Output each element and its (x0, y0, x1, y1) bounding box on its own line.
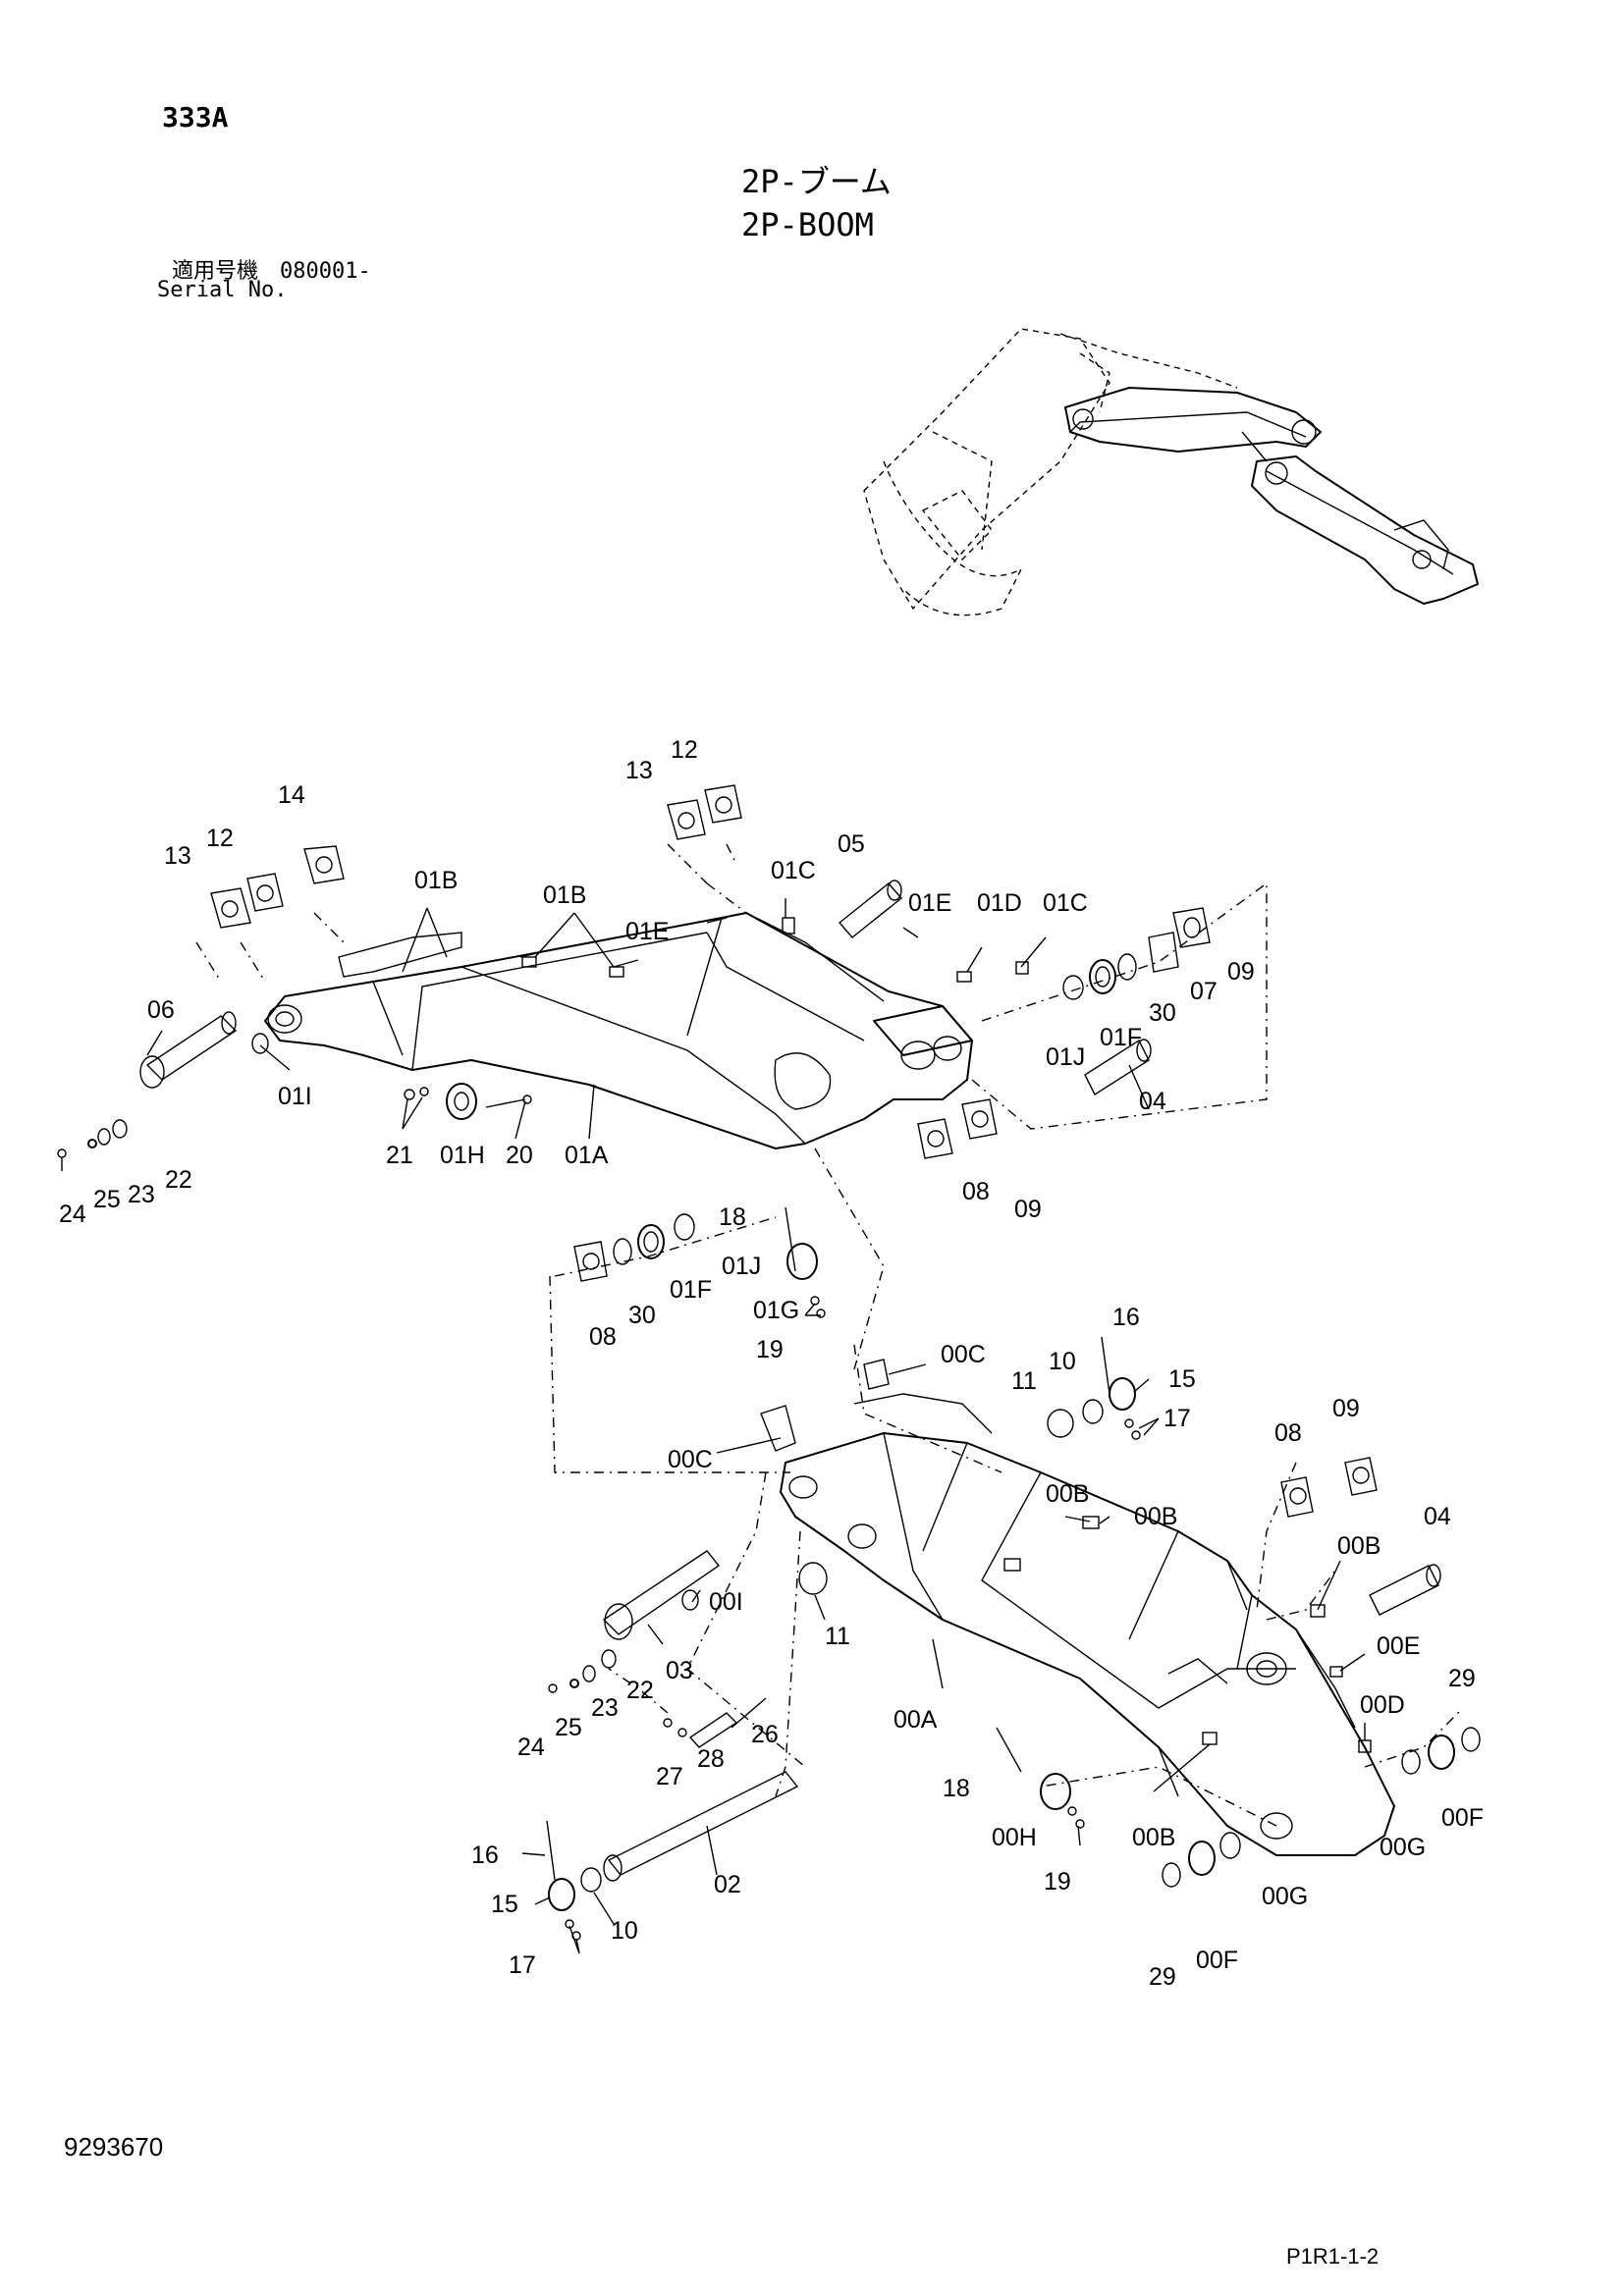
callout-01B: 01B (414, 867, 458, 894)
lower-boom-00A (780, 1393, 1395, 1856)
callout-08: 08 (589, 1323, 617, 1351)
callout-10: 10 (611, 1917, 638, 1945)
callout-29: 29 (1448, 1665, 1476, 1692)
callout-00B: 00B (1134, 1503, 1177, 1530)
callout-17: 17 (509, 1951, 536, 1979)
callout-30: 30 (1149, 999, 1176, 1027)
title-japanese: 2P-ブーム (741, 163, 892, 200)
callout-10: 10 (1049, 1348, 1076, 1375)
callout-labels: 14 13 12 01B 01B 13 12 05 01C 01E 01E 01… (59, 736, 1484, 1991)
callout-00D: 00D (1360, 1691, 1405, 1719)
serial-label-japanese: 適用号機 080001- (172, 259, 371, 284)
callout-01I: 01I (278, 1083, 312, 1110)
upper-boom-01A (264, 912, 973, 1149)
callout-24: 24 (517, 1734, 545, 1761)
callout-15: 15 (491, 1891, 518, 1918)
title-english: 2P-BOOM (741, 206, 874, 243)
serial-label-english: Serial No. (157, 278, 288, 302)
callout-00B: 00B (1337, 1532, 1380, 1560)
callout-04: 04 (1139, 1088, 1166, 1115)
callout-01J: 01J (722, 1253, 761, 1280)
callout-24: 24 (59, 1201, 86, 1228)
callout-04: 04 (1424, 1503, 1451, 1530)
callout-30: 30 (628, 1302, 656, 1329)
callout-13: 13 (164, 842, 191, 870)
callout-01B: 01B (543, 881, 586, 909)
callout-17: 17 (1164, 1405, 1191, 1432)
callout-01D: 01D (977, 889, 1022, 917)
callout-01C: 01C (1043, 889, 1088, 917)
callout-14: 14 (278, 781, 305, 809)
callout-12: 12 (671, 736, 698, 764)
callout-25: 25 (555, 1714, 582, 1741)
callout-29: 29 (1149, 1963, 1176, 1991)
callout-18: 18 (943, 1775, 970, 1802)
callout-21: 21 (386, 1142, 413, 1169)
callout-01G: 01G (753, 1297, 799, 1324)
callout-19: 19 (756, 1336, 784, 1363)
callout-15: 15 (1168, 1365, 1196, 1393)
assembly-lines (195, 843, 1464, 1827)
callout-01J: 01J (1046, 1043, 1085, 1071)
leader-lines (146, 898, 1366, 1954)
callout-22: 22 (165, 1166, 192, 1194)
upper-small-parts (57, 784, 1211, 1318)
callout-00I: 00I (709, 1588, 743, 1616)
page-code: 333A (162, 101, 229, 133)
callout-00F: 00F (1196, 1947, 1238, 1974)
callout-08: 08 (1274, 1419, 1302, 1447)
callout-00C: 00C (941, 1341, 986, 1368)
callout-12: 12 (206, 825, 234, 852)
callout-11: 11 (825, 1623, 850, 1650)
lower-small-parts (546, 1336, 1481, 1941)
callout-16: 16 (1112, 1304, 1140, 1331)
callout-00H: 00H (992, 1824, 1037, 1851)
callout-00E: 00E (1377, 1632, 1420, 1660)
document-number: 9293670 (64, 2132, 164, 2162)
callout-01F: 01F (1100, 1024, 1142, 1051)
callout-01C: 01C (771, 857, 816, 884)
callout-01E: 01E (908, 889, 951, 917)
callout-01H: 01H (440, 1142, 485, 1169)
callout-00B: 00B (1046, 1480, 1089, 1508)
callout-00G: 00G (1262, 1883, 1308, 1910)
callout-08: 08 (962, 1178, 990, 1205)
callout-01E: 01E (625, 918, 669, 945)
callout-20: 20 (506, 1142, 533, 1169)
callout-02: 02 (714, 1871, 741, 1898)
callout-09: 09 (1227, 958, 1255, 986)
callout-01F: 01F (670, 1276, 712, 1304)
callout-05: 05 (838, 830, 865, 858)
callout-11: 11 (1011, 1367, 1037, 1395)
callout-00A: 00A (893, 1706, 938, 1734)
callout-27: 27 (656, 1763, 683, 1790)
callout-00F: 00F (1441, 1804, 1484, 1832)
callout-23: 23 (591, 1694, 619, 1722)
callout-25: 25 (93, 1186, 121, 1213)
callout-22: 22 (626, 1677, 654, 1704)
callout-03: 03 (666, 1657, 693, 1684)
overview-sketch (863, 328, 1479, 616)
callout-06: 06 (147, 996, 175, 1024)
callout-00B: 00B (1132, 1824, 1175, 1851)
callout-07: 07 (1190, 978, 1218, 1005)
callout-28: 28 (697, 1745, 725, 1773)
callout-13: 13 (625, 757, 653, 784)
callout-16: 16 (471, 1842, 499, 1869)
callout-18: 18 (719, 1203, 746, 1231)
callout-19: 19 (1044, 1868, 1071, 1896)
callout-01A: 01A (565, 1142, 609, 1169)
callout-00G: 00G (1380, 1834, 1426, 1861)
callout-23: 23 (128, 1181, 155, 1208)
callout-26: 26 (751, 1721, 779, 1748)
callout-00C: 00C (668, 1446, 713, 1473)
page-reference: P1R1-1-2 (1286, 2244, 1380, 2269)
callout-09: 09 (1332, 1395, 1360, 1422)
callout-09: 09 (1014, 1196, 1042, 1223)
